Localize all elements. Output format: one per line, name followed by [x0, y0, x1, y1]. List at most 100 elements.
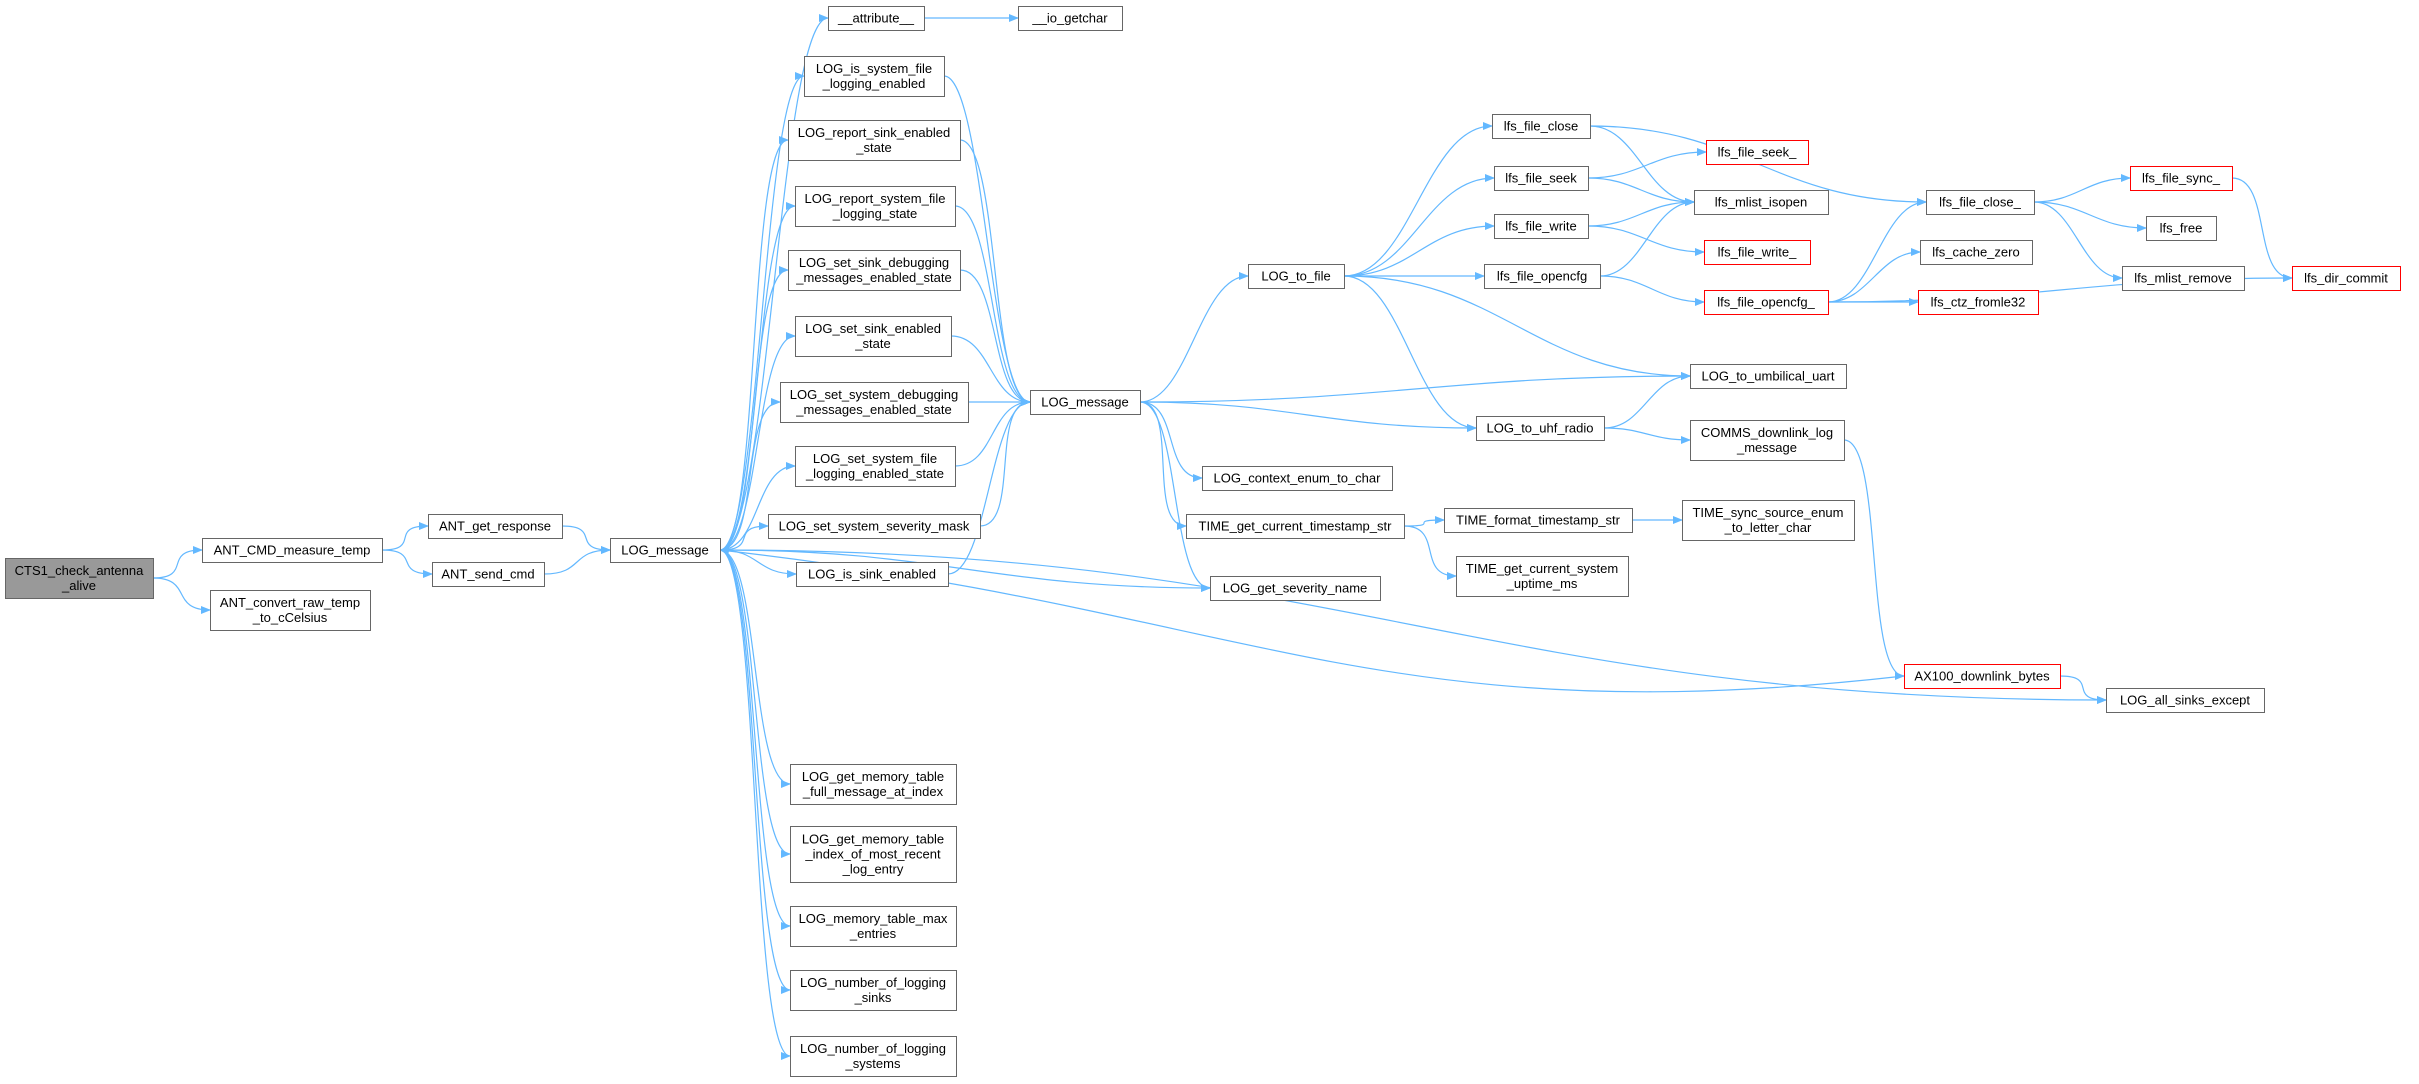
node-log-to-umbilical[interactable]: LOG_to_umbilical_uart	[1690, 364, 1847, 389]
node-lfs-file-seek[interactable]: lfs_file_seek	[1494, 166, 1589, 191]
node-label-line: lfs_mlist_remove	[2134, 271, 2232, 286]
edge-log_to_uhf_radio-to-comms_downlink	[1603, 427, 1691, 444]
node-log-context-enum[interactable]: LOG_context_enum_to_char	[1202, 466, 1393, 491]
node-label-line: LOG_report_sink_enabled	[798, 125, 951, 140]
node-box	[610, 538, 721, 563]
node-log-set-system-severity[interactable]: LOG_set_system_severity_mask	[768, 514, 981, 539]
edge-ax100_downlink-to-log_all_sinks_except	[2059, 675, 2107, 704]
node-lfs-free[interactable]: lfs_free	[2146, 216, 2217, 241]
node-log-message-2[interactable]: LOG_message	[1030, 390, 1141, 415]
node-box	[432, 562, 545, 587]
node-label-line: LOG_to_file	[1261, 269, 1330, 284]
node-label-line: lfs_ctz_fromle32	[1931, 295, 2026, 310]
node-log-all-sinks-except[interactable]: LOG_all_sinks_except	[2106, 688, 2265, 713]
node-io-getchar[interactable]: __io_getchar	[1018, 6, 1123, 31]
edge-lfs_file_opencfg_-to-lfs_cache_zero	[1827, 248, 1921, 303]
node-lfs-ctz-fromle32[interactable]: lfs_ctz_fromle32	[1918, 290, 2039, 315]
node-label-line: lfs_file_seek	[1505, 171, 1577, 186]
node-box	[202, 538, 383, 563]
node-time-get-current-ts[interactable]: TIME_get_current_timestamp_str	[1186, 514, 1405, 539]
node-label-line: lfs_file_opencfg	[1497, 269, 1587, 284]
node-label-line: _full_message_at_index	[802, 784, 944, 799]
edge-ant_cmd_measure_temp-to-ant_send_cmd	[381, 549, 433, 578]
node-comms-downlink[interactable]: COMMS_downlink_log_message	[1690, 420, 1845, 461]
edge-time_get_current_ts-to-time_format_ts	[1403, 516, 1445, 527]
node-label-line: LOG_set_system_debugging	[790, 387, 958, 402]
node-label-line: _message	[1736, 440, 1797, 455]
node-log-get-memory-full[interactable]: LOG_get_memory_table_full_message_at_ind…	[790, 764, 957, 805]
node-box	[790, 764, 957, 805]
node-label-line: _state	[854, 336, 890, 351]
node-label-line: lfs_free	[2160, 221, 2203, 236]
node-lfs-file-write[interactable]: lfs_file_write	[1494, 214, 1589, 239]
node-log-report-sink[interactable]: LOG_report_sink_enabled_state	[788, 120, 961, 161]
node-label-line: _state	[855, 140, 891, 155]
node-box	[1704, 240, 1811, 265]
node-lfs-file-write-[interactable]: lfs_file_write_	[1704, 240, 1811, 265]
node-box	[1476, 416, 1605, 441]
node-ant-send-cmd[interactable]: ANT_send_cmd	[432, 562, 545, 587]
node-box	[1694, 190, 1829, 215]
node-attribute[interactable]: __attribute__	[828, 6, 925, 31]
edge-cts1-to-ant_cmd_measure_temp	[152, 546, 203, 579]
node-time-format-ts[interactable]: TIME_format_timestamp_str	[1444, 508, 1633, 533]
node-label-line: _systems	[845, 1056, 901, 1071]
node-box	[1494, 166, 1589, 191]
node-label-line: lfs_file_seek_	[1718, 145, 1798, 160]
edges-layer	[152, 14, 2293, 1060]
edge-lfs_file_sync_-to-lfs_dir_commit	[2231, 177, 2293, 282]
node-label-line: TIME_format_timestamp_str	[1456, 513, 1621, 528]
node-log-to-file[interactable]: LOG_to_file	[1248, 264, 1345, 289]
node-lfs-file-close-[interactable]: lfs_file_close_	[1926, 190, 2035, 215]
node-box	[2146, 216, 2217, 241]
node-box	[1904, 664, 2061, 689]
node-box	[1926, 190, 2035, 215]
node-log-get-memory-index[interactable]: LOG_get_memory_table_index_of_most_recen…	[790, 826, 957, 883]
node-time-get-current-uptime[interactable]: TIME_get_current_system_uptime_ms	[1456, 556, 1629, 597]
node-box	[788, 250, 961, 291]
node-log-set-system-file[interactable]: LOG_set_system_file_logging_enabled_stat…	[795, 446, 956, 487]
node-label-line: ANT_get_response	[439, 519, 551, 534]
node-log-number-systems[interactable]: LOG_number_of_logging_systems	[790, 1036, 957, 1077]
node-log-to-uhf-radio[interactable]: LOG_to_uhf_radio	[1476, 416, 1605, 441]
node-lfs-cache-zero[interactable]: lfs_cache_zero	[1920, 240, 2033, 265]
node-label-line: LOG_context_enum_to_char	[1214, 471, 1382, 486]
node-label-line: _uptime_ms	[1506, 576, 1578, 591]
node-box	[1018, 6, 1123, 31]
edge-log_to_file-to-lfs_file_close	[1343, 122, 1493, 277]
node-label-line: _index_of_most_recent	[804, 847, 941, 862]
node-box	[2122, 266, 2245, 291]
node-box	[768, 514, 981, 539]
node-lfs-file-close[interactable]: lfs_file_close	[1492, 114, 1591, 139]
node-lfs-file-seek-[interactable]: lfs_file_seek_	[1706, 140, 1809, 165]
node-log-message-main[interactable]: LOG_message	[610, 538, 721, 563]
node-lfs-dir-commit[interactable]: lfs_dir_commit	[2292, 266, 2401, 291]
node-log-is-system-file[interactable]: LOG_is_system_file_logging_enabled	[804, 56, 945, 97]
node-ant-convert-raw-temp[interactable]: ANT_convert_raw_temp_to_cCelsius	[210, 590, 371, 631]
node-lfs-mlist-isopen[interactable]: lfs_mlist_isopen	[1694, 190, 1829, 215]
node-lfs-file-opencfg[interactable]: lfs_file_opencfg	[1484, 264, 1601, 289]
node-label-line: _log_entry	[842, 862, 904, 877]
node-lfs-file-opencfg-[interactable]: lfs_file_opencfg_	[1704, 290, 1829, 315]
node-log-set-sink-debugging[interactable]: LOG_set_sink_debugging_messages_enabled_…	[788, 250, 961, 291]
node-time-sync-source[interactable]: TIME_sync_source_enum_to_letter_char	[1682, 500, 1855, 541]
node-log-is-sink-enabled[interactable]: LOG_is_sink_enabled	[796, 562, 949, 587]
node-label-line: ANT_CMD_measure_temp	[214, 543, 371, 558]
node-log-set-sink-enabled[interactable]: LOG_set_sink_enabled_state	[795, 316, 952, 357]
node-label-line: lfs_file_opencfg_	[1717, 295, 1815, 310]
node-log-memory-table-max[interactable]: LOG_memory_table_max_entries	[790, 906, 957, 947]
edge-ant_send_cmd-to-log_message_main	[543, 546, 611, 575]
node-box	[210, 590, 371, 631]
node-log-number-sinks[interactable]: LOG_number_of_logging_sinks	[790, 970, 957, 1011]
node-box	[828, 6, 925, 31]
node-lfs-file-sync-[interactable]: lfs_file_sync_	[2130, 166, 2233, 191]
node-ant-get-response[interactable]: ANT_get_response	[428, 514, 563, 539]
node-ax100-downlink[interactable]: AX100_downlink_bytes	[1904, 664, 2061, 689]
node-log-report-system-file[interactable]: LOG_report_system_file_logging_state	[795, 186, 956, 227]
node-log-set-system-debugging[interactable]: LOG_set_system_debugging_messages_enable…	[780, 382, 969, 423]
node-lfs-mlist-remove[interactable]: lfs_mlist_remove	[2122, 266, 2245, 291]
edge-log_to_file-to-log_to_uhf_radio	[1343, 275, 1477, 432]
node-ant-cmd-measure-temp[interactable]: ANT_CMD_measure_temp	[202, 538, 383, 563]
node-box	[1918, 290, 2039, 315]
node-log-get-severity[interactable]: LOG_get_severity_name	[1210, 576, 1381, 601]
